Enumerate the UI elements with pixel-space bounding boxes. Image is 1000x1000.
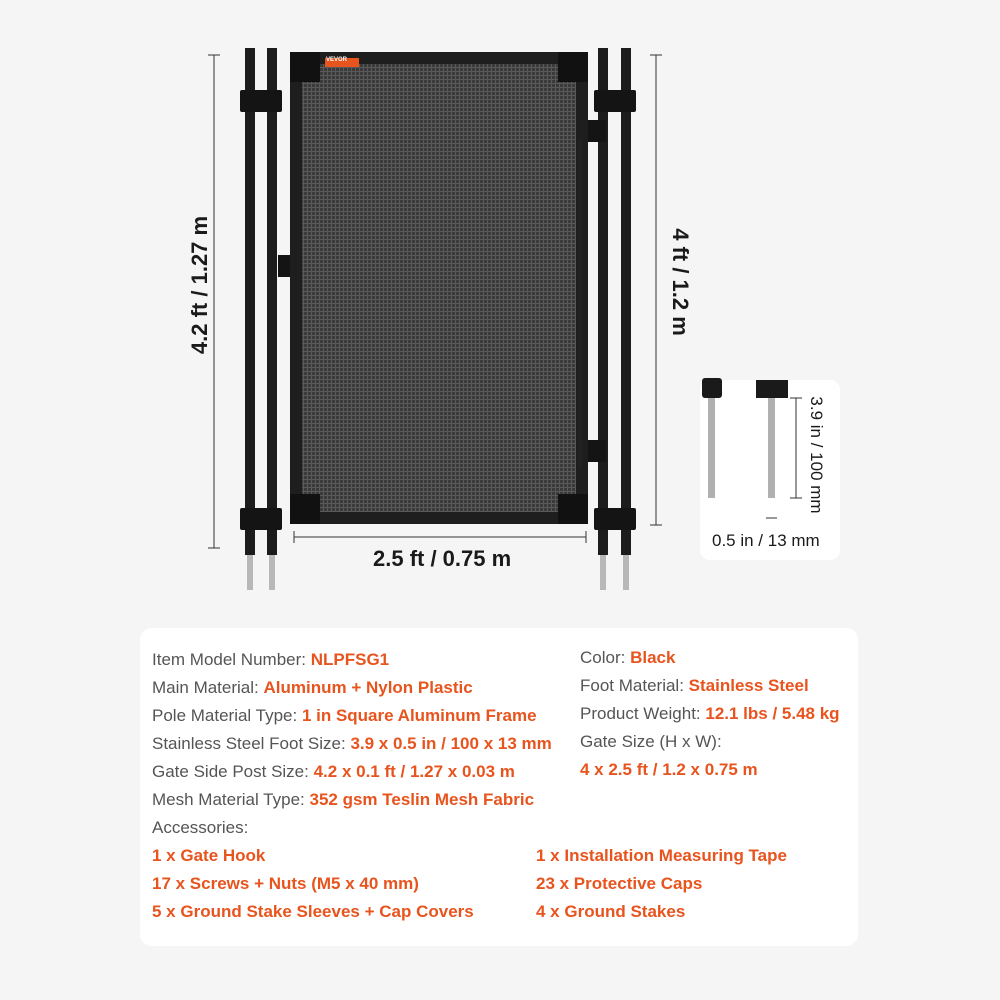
spec-foot-size: Stainless Steel Foot Size: 3.9 x 0.5 in … bbox=[152, 734, 552, 753]
accessory-item: 1 x Installation Measuring Tape bbox=[536, 846, 787, 865]
spec-weight: Product Weight: 12.1 lbs / 5.48 kg bbox=[580, 704, 840, 723]
gate-illustration bbox=[208, 48, 802, 590]
accessory-item: 17 x Screws + Nuts (M5 x 40 mm) bbox=[152, 874, 419, 893]
foot-length-label: 3.9 in / 100 mm bbox=[807, 396, 826, 514]
accessory-item: 1 x Gate Hook bbox=[152, 846, 266, 865]
spec-color: Color: Black bbox=[580, 648, 676, 667]
spec-card bbox=[140, 628, 858, 946]
spec-gate-size-value: 4 x 2.5 ft / 1.2 x 0.75 m bbox=[580, 760, 758, 779]
gate-width-label: 2.5 ft / 0.75 m bbox=[373, 546, 512, 571]
accessory-item: 23 x Protective Caps bbox=[536, 874, 703, 893]
gate-height-label: 4 ft / 1.2 m bbox=[668, 228, 693, 336]
spec-post-size: Gate Side Post Size: 4.2 x 0.1 ft / 1.27… bbox=[152, 762, 515, 781]
spec-gate-size-label: Gate Size (H x W): bbox=[580, 732, 722, 751]
spec-foot-material: Foot Material: Stainless Steel bbox=[580, 676, 809, 695]
right-posts bbox=[584, 48, 636, 590]
post-height-label: 4.2 ft / 1.27 m bbox=[187, 215, 212, 355]
left-posts bbox=[240, 48, 294, 590]
spec-mesh-material: Mesh Material Type: 352 gsm Teslin Mesh … bbox=[152, 790, 535, 809]
spec-main-material: Main Material: Aluminum + Nylon Plastic bbox=[152, 678, 473, 697]
ground-stake-images bbox=[702, 378, 802, 519]
accessory-item: 5 x Ground Stake Sleeves + Cap Covers bbox=[152, 902, 474, 921]
gate-panel bbox=[290, 52, 588, 524]
accessory-item: 4 x Ground Stakes bbox=[536, 902, 686, 921]
spec-accessories-label: Accessories: bbox=[152, 818, 249, 837]
brand-tag: VEVOR bbox=[326, 57, 348, 63]
foot-width-label: 0.5 in / 13 mm bbox=[712, 531, 820, 550]
spec-item-model: Item Model Number: NLPFSG1 bbox=[152, 650, 390, 669]
spec-pole-material: Pole Material Type: 1 in Square Aluminum… bbox=[152, 706, 537, 725]
